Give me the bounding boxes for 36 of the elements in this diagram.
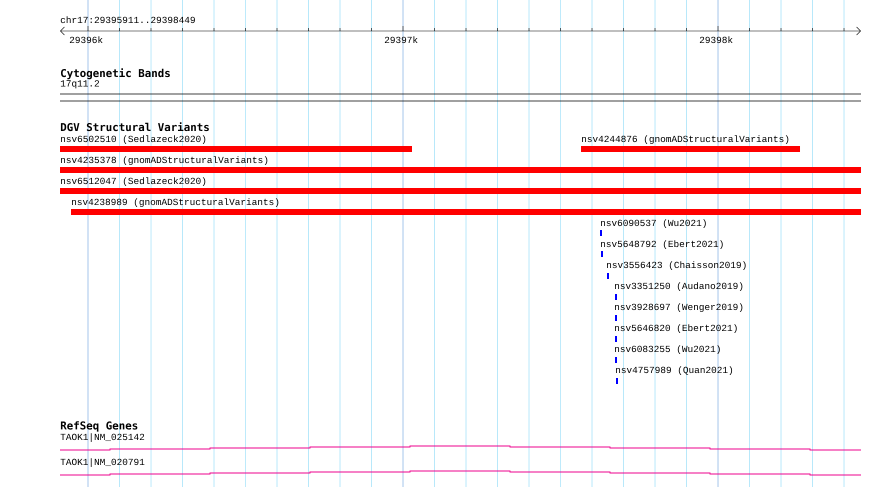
track-heading: Cytogenetic Bands: [61, 68, 170, 80]
node-label: nsv6090537 (Wu2021): [601, 219, 706, 228]
variant-feature: nsv6090537 (Wu2021): [600, 219, 706, 236]
track-heading: DGV Structural Variants: [60, 122, 209, 132]
node-label: nsv6083255 (Wu2021): [615, 345, 720, 354]
node-label: nsv5648792 (Ebert2021): [601, 240, 723, 249]
variant-feature: nsv4244876 (gnomADStructuralVariants): [581, 135, 800, 152]
variant-feature: nsv5646820 (Ebert2021): [615, 324, 737, 342]
track-heading: RefSeq Genes: [60, 421, 138, 432]
node-label: nsv6512047 (Sedlazeck2020): [61, 177, 206, 186]
node-label: nsv3351250 (Audano2019): [615, 282, 742, 291]
variant-feature: nsv6083255 (Wu2021): [615, 345, 720, 363]
tick-label: 29398k: [700, 36, 733, 44]
variant-feature: nsv3928697 (Wenger2019): [615, 303, 742, 321]
node-label: nsv3556423 (Chaisson2019): [607, 261, 746, 270]
variant-feature: nsv3556423 (Chaisson2019): [607, 261, 746, 279]
node-label: nsv4244876 (gnomADStructuralVariants): [582, 135, 788, 144]
variant-feature: nsv5648792 (Ebert2021): [601, 240, 723, 257]
variant-feature: nsv3351250 (Audano2019): [615, 282, 742, 300]
node-label: nsv6502510 (Sedlazeck2020): [61, 135, 206, 144]
variant-feature: nsv6512047 (Sedlazeck2020): [60, 177, 862, 194]
variant-feature: nsv4238989 (gnomADStructuralVariants): [71, 198, 862, 215]
gene-transcript: TAOK1|NM_020791: [60, 458, 862, 476]
band-label: 17q11.2: [60, 80, 100, 88]
variant-feature: nsv6502510 (Sedlazeck2020): [60, 135, 412, 152]
node-label: nsv5646820 (Ebert2021): [615, 324, 737, 333]
location-label: chr17:29395911..29398449: [60, 16, 195, 24]
node-label: nsv4238989 (gnomADStructuralVariants): [72, 198, 278, 207]
tick-label: 29396k: [70, 36, 103, 44]
variant-feature: nsv4235378 (gnomADStructuralVariants): [60, 156, 862, 173]
variant-feature: nsv4757989 (Quan2021): [616, 366, 732, 384]
node-label: nsv4757989 (Quan2021): [616, 366, 732, 375]
node-label: nsv4235378 (gnomADStructuralVariants): [61, 156, 268, 165]
gene-transcript: TAOK1|NM_025142: [60, 433, 862, 450]
tick-label: 29397k: [384, 36, 418, 44]
node-label: nsv3928697 (Wenger2019): [615, 303, 742, 312]
